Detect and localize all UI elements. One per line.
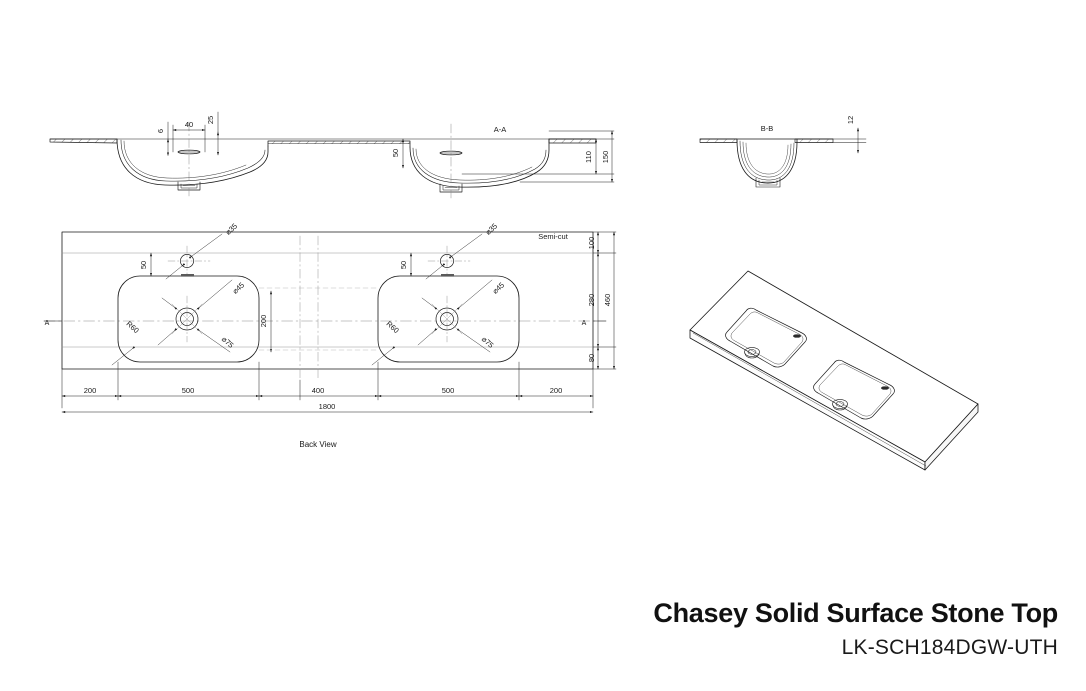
title-block: Chasey Solid Surface Stone Top LK-SCH184… (653, 598, 1058, 661)
dim-overall-height: 150 (601, 151, 610, 164)
dim-bowl-depth: 110 (584, 151, 593, 163)
right-tap-hole-dia: ⌀35 (484, 221, 500, 236)
dim-overall-depth: 460 (603, 294, 612, 307)
left-drain-inner-dia: ⌀45 (231, 280, 247, 295)
section-marker-left: A (45, 320, 50, 327)
product-title: Chasey Solid Surface Stone Top (653, 598, 1058, 629)
right-drain-inner-dia: ⌀45 (491, 280, 507, 295)
plan-back-view (43, 231, 617, 414)
dim-overflow-offset: 25 (206, 116, 215, 124)
plan-view-label: Back View (299, 440, 336, 449)
dim-basin-band: 280 (587, 294, 596, 307)
left-drain-outer-dia: ⌀75 (220, 334, 236, 349)
dim-overflow-width: 40 (185, 120, 193, 129)
right-corner-radius: R60 (385, 319, 401, 335)
right-tap-offset: 50 (399, 261, 408, 269)
plan-basin-left (111, 233, 273, 366)
section-aa-label: A-A (494, 125, 507, 134)
dim-chain-3: 400 (312, 386, 325, 395)
left-basin-height: 200 (259, 315, 268, 328)
section-bb-label: B-B (761, 124, 774, 133)
dim-chain-4: 500 (442, 386, 455, 395)
dim-overall-length: 1800 (319, 402, 336, 411)
dim-chain-1: 200 (84, 386, 97, 395)
plan-basin-right (371, 233, 520, 366)
left-tap-offset: 50 (139, 261, 148, 269)
semi-cut-note: Semi-cut (538, 232, 569, 241)
section-marker-right: A (582, 320, 587, 327)
section-bb-view (699, 127, 867, 188)
section-aa-view (49, 111, 615, 199)
dim-back-strip: 100 (587, 237, 596, 250)
left-corner-radius: R60 (125, 319, 141, 335)
dim-chain-2: 500 (182, 386, 195, 395)
dim-overflow-height: 6 (156, 129, 165, 133)
model-code: LK-SCH184DGW-UTH (841, 636, 1058, 660)
left-tap-hole-dia: ⌀35 (224, 221, 240, 236)
dim-front-strip: 80 (587, 354, 596, 362)
right-drain-outer-dia: ⌀75 (480, 334, 496, 349)
dim-slab-thickness: 12 (846, 116, 855, 124)
dim-rim-depth: 50 (391, 149, 400, 157)
isometric-view (689, 270, 979, 471)
dim-chain-5: 200 (550, 386, 563, 395)
